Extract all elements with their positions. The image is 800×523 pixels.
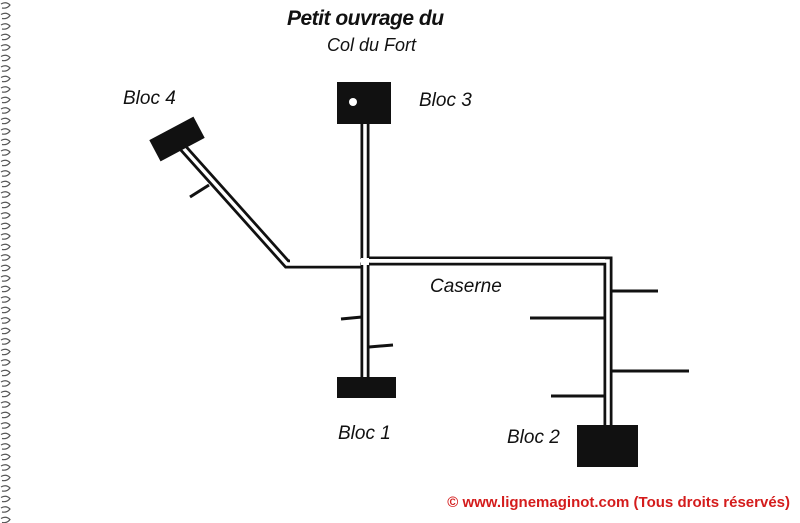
binding-spiral bbox=[0, 464, 11, 471]
binding-spiral bbox=[0, 348, 11, 356]
binding-spiral bbox=[0, 2, 11, 9]
diagram-title: Petit ouvrage du bbox=[287, 7, 444, 30]
side-branches bbox=[189, 183, 689, 398]
binding-spiral bbox=[0, 170, 11, 177]
binding-spiral bbox=[0, 86, 11, 93]
binding-spiral bbox=[0, 159, 11, 167]
binding-spiral bbox=[0, 359, 11, 366]
binding-spiral bbox=[0, 222, 11, 230]
binding-spiral bbox=[0, 254, 11, 261]
binding-spiral bbox=[0, 516, 11, 523]
binding-spiral bbox=[0, 401, 11, 408]
branch bbox=[189, 183, 210, 199]
branch bbox=[368, 343, 394, 349]
binding-spiral bbox=[0, 12, 11, 20]
binding-spiral bbox=[0, 243, 11, 251]
binding-spiral bbox=[0, 453, 11, 461]
bloc3-shape bbox=[337, 82, 391, 124]
binding-spiral bbox=[0, 138, 11, 146]
bloc3-marker bbox=[349, 98, 357, 106]
binding-spiral bbox=[0, 264, 11, 272]
binding-spiral bbox=[0, 233, 11, 240]
binding-spiral bbox=[0, 212, 11, 219]
binding-spiral bbox=[0, 495, 11, 503]
binding-spiral bbox=[0, 191, 11, 198]
binding-spiral bbox=[0, 474, 11, 482]
caserne-label: Caserne bbox=[430, 276, 502, 297]
gallery-network bbox=[172, 122, 613, 428]
binding-spiral bbox=[0, 317, 11, 324]
binding-spiral bbox=[0, 390, 11, 398]
binding-spiral bbox=[0, 149, 11, 156]
binding-spiral bbox=[0, 65, 11, 72]
binding-spiral bbox=[0, 23, 11, 30]
notebook-binding bbox=[0, 2, 11, 523]
binding-spiral bbox=[0, 369, 11, 377]
binding-spiral bbox=[0, 117, 11, 125]
bloc2-shape bbox=[577, 425, 638, 467]
bloc3-label: Bloc 3 bbox=[419, 90, 472, 111]
branch bbox=[340, 315, 363, 321]
binding-spiral bbox=[0, 338, 11, 345]
binding-spiral bbox=[0, 432, 11, 440]
binding-spiral bbox=[0, 54, 11, 62]
binding-spiral bbox=[0, 306, 11, 314]
binding-spiral bbox=[0, 380, 11, 387]
binding-spiral bbox=[0, 107, 11, 114]
binding-spiral bbox=[0, 296, 11, 303]
binding-spiral bbox=[0, 327, 11, 335]
binding-spiral bbox=[0, 422, 11, 429]
bloc4-label: Bloc 4 bbox=[123, 88, 176, 109]
binding-spiral bbox=[0, 180, 11, 188]
bloc2-label: Bloc 2 bbox=[507, 427, 560, 448]
binding-spiral bbox=[0, 128, 11, 135]
binding-spiral bbox=[0, 96, 11, 104]
binding-spiral bbox=[0, 75, 11, 83]
bloc4-shape bbox=[149, 116, 205, 162]
binding-spiral bbox=[0, 443, 11, 450]
binding-spiral bbox=[0, 506, 11, 513]
binding-spiral bbox=[0, 411, 11, 419]
binding-spiral bbox=[0, 285, 11, 293]
copyright-notice: © www.lignemaginot.com (Tous droits rése… bbox=[447, 494, 790, 511]
bloc1-label: Bloc 1 bbox=[338, 423, 391, 444]
binding-spiral bbox=[0, 33, 11, 41]
diagram-subtitle: Col du Fort bbox=[327, 35, 417, 55]
binding-spiral bbox=[0, 275, 11, 282]
binding-spiral bbox=[0, 485, 11, 492]
bloc1-shape bbox=[337, 377, 396, 398]
binding-spiral bbox=[0, 201, 11, 209]
binding-spiral bbox=[0, 44, 11, 51]
